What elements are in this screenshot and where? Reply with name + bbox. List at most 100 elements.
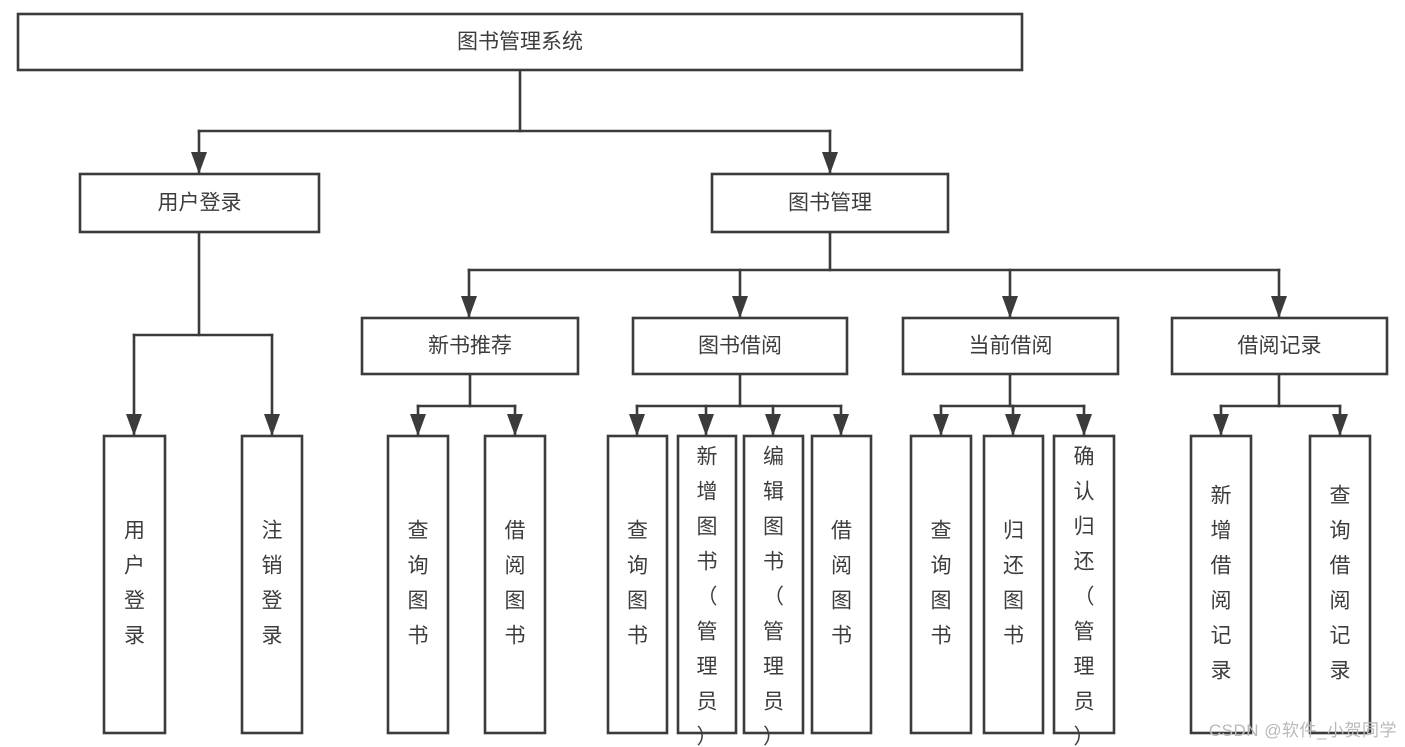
node-label-char: 图 bbox=[931, 590, 952, 613]
node-label-char: 录 bbox=[1330, 660, 1351, 683]
node-box[interactable] bbox=[710, 172, 950, 234]
node-label-char: 归 bbox=[1003, 520, 1024, 543]
arrow-head-icon bbox=[1271, 296, 1287, 318]
node-label-char: 图 bbox=[697, 516, 718, 539]
node-box[interactable] bbox=[16, 12, 1024, 72]
node-box[interactable] bbox=[742, 434, 805, 735]
node-label: 用户登录 bbox=[124, 520, 145, 648]
node-box[interactable] bbox=[1170, 316, 1389, 376]
node-label: 用户登录 bbox=[158, 192, 242, 215]
connector-layer bbox=[126, 68, 1348, 437]
node-label-char: 询 bbox=[627, 555, 648, 578]
node-box[interactable] bbox=[1189, 434, 1253, 735]
node-box[interactable] bbox=[1308, 434, 1372, 735]
node-label-char: 查 bbox=[408, 520, 429, 543]
node-label: 借阅记录 bbox=[1238, 335, 1322, 358]
node-label-char: 员 bbox=[1074, 691, 1095, 714]
node-label-char: 登 bbox=[262, 590, 283, 613]
node-label-char: 图 bbox=[505, 590, 526, 613]
arrow-head-icon bbox=[126, 414, 142, 436]
node-box[interactable] bbox=[909, 434, 973, 735]
arrow-head-icon bbox=[933, 414, 949, 436]
node-label-char: 归 bbox=[1074, 516, 1095, 539]
node-label-char: 书 bbox=[627, 625, 648, 648]
node-label-char: 借 bbox=[505, 520, 526, 543]
arrow-head-icon bbox=[833, 414, 849, 436]
node-label-char: 确 bbox=[1074, 446, 1095, 469]
node-label-char: 书 bbox=[763, 551, 784, 574]
node-leaf-user-login[interactable]: 用户登录 bbox=[102, 434, 167, 735]
node-label-char: 新 bbox=[1211, 485, 1232, 508]
connector-current-borrow-to-leaves bbox=[933, 372, 1092, 437]
arrow-head-icon bbox=[410, 414, 426, 436]
node-label-char: 理 bbox=[1074, 656, 1095, 679]
arrow-head-icon bbox=[264, 414, 280, 436]
node-label-char: 录 bbox=[1211, 660, 1232, 683]
arrow-head-icon bbox=[1076, 414, 1092, 436]
node-box[interactable] bbox=[483, 434, 547, 735]
node-user-login[interactable]: 用户登录 bbox=[78, 172, 321, 234]
node-box[interactable] bbox=[102, 434, 167, 735]
node-label-char: 询 bbox=[1330, 520, 1351, 543]
node-book-borrow[interactable]: 图书借阅 bbox=[631, 316, 849, 376]
node-box[interactable] bbox=[631, 316, 849, 376]
node-label-char: 理 bbox=[763, 656, 784, 679]
node-box[interactable] bbox=[676, 434, 738, 735]
node-label-char: 书 bbox=[831, 625, 852, 648]
node-label: 图书借阅 bbox=[698, 335, 782, 358]
node-label-char: 查 bbox=[627, 520, 648, 543]
arrow-head-icon bbox=[1213, 414, 1229, 436]
node-box[interactable] bbox=[982, 434, 1045, 735]
node-box[interactable] bbox=[386, 434, 450, 735]
node-label-char: 阅 bbox=[1330, 590, 1351, 613]
arrow-head-icon bbox=[461, 296, 477, 318]
node-box[interactable] bbox=[606, 434, 669, 735]
node-label-char: 图 bbox=[408, 590, 429, 613]
node-box[interactable] bbox=[240, 434, 304, 735]
node-label-char: 图 bbox=[763, 516, 784, 539]
node-label-char: 管 bbox=[1074, 621, 1095, 644]
node-label-char: 阅 bbox=[1211, 590, 1232, 613]
node-label-char: （ bbox=[763, 586, 784, 609]
arrow-head-icon bbox=[822, 152, 838, 174]
node-label: 当前借阅 bbox=[969, 335, 1053, 358]
node-label: 图书管理系统 bbox=[457, 31, 583, 54]
node-label-char: 注 bbox=[262, 520, 283, 543]
arrow-head-icon bbox=[1332, 414, 1348, 436]
node-label-char: 录 bbox=[124, 625, 145, 648]
node-box[interactable] bbox=[901, 316, 1120, 376]
node-box[interactable] bbox=[360, 316, 580, 376]
arrow-head-icon bbox=[629, 414, 645, 436]
arrow-head-icon bbox=[1005, 414, 1021, 436]
node-label-char: 辑 bbox=[763, 481, 784, 504]
node-label-char: 图 bbox=[627, 590, 648, 613]
node-book-manage[interactable]: 图书管理 bbox=[710, 172, 950, 234]
node-root[interactable]: 图书管理系统 bbox=[16, 12, 1024, 72]
node-box[interactable] bbox=[1052, 434, 1116, 735]
node-label-char: 登 bbox=[124, 590, 145, 613]
node-new-book-recommend[interactable]: 新书推荐 bbox=[360, 316, 580, 376]
node-box[interactable] bbox=[78, 172, 321, 234]
node-current-borrow[interactable]: 当前借阅 bbox=[901, 316, 1120, 376]
node-borrow-record[interactable]: 借阅记录 bbox=[1170, 316, 1389, 376]
node-box[interactable] bbox=[810, 434, 873, 735]
node-label-char: 还 bbox=[1003, 555, 1024, 578]
